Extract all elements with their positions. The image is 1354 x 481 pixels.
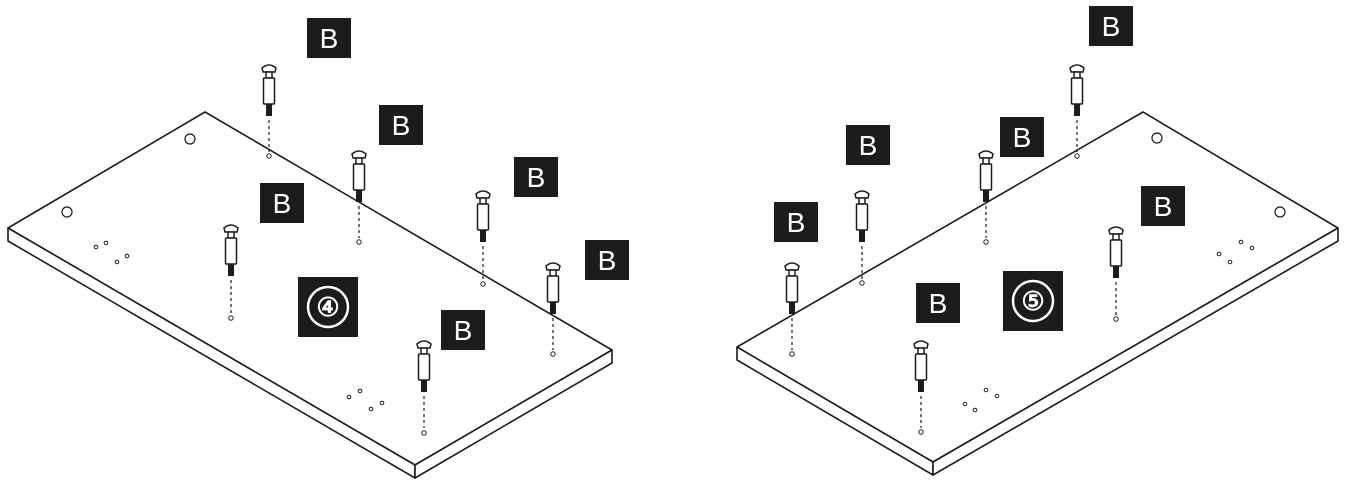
cam-hole-icon xyxy=(1274,206,1286,218)
step-number-badge: ⑤ xyxy=(1003,271,1063,331)
cam-bolt-icon xyxy=(784,262,800,357)
part-label-b: B xyxy=(1089,6,1133,46)
cam-bolt-icon xyxy=(223,224,239,321)
part-label-b: B xyxy=(260,183,304,223)
cam-bolt-icon xyxy=(1069,64,1085,159)
svg-text:B: B xyxy=(1154,191,1173,222)
part-label-b: B xyxy=(379,105,423,145)
cam-bolt-icon xyxy=(261,64,277,159)
cam-bolt-icon xyxy=(475,190,491,287)
svg-text:B: B xyxy=(392,110,411,141)
board-right-edge xyxy=(414,349,613,479)
part-label-b: B xyxy=(1141,186,1185,226)
step-number-5: ⑤ xyxy=(1021,286,1044,316)
svg-text:B: B xyxy=(1102,11,1121,42)
part-label-b: B xyxy=(585,240,629,280)
panel-step-4: B B B B B B ④ xyxy=(7,18,629,479)
cam-bolt-icon xyxy=(854,190,870,286)
svg-text:B: B xyxy=(859,130,878,161)
panel-step-5: B B B B B B ⑤ xyxy=(736,6,1339,476)
step-number-4: ④ xyxy=(316,292,339,322)
svg-text:B: B xyxy=(454,315,473,346)
hinge-holes-icon xyxy=(93,240,130,265)
cam-bolt-icon xyxy=(351,150,367,245)
hinge-holes-icon xyxy=(346,388,385,412)
cam-bolt-icon xyxy=(913,340,929,435)
svg-text:B: B xyxy=(527,162,546,193)
part-label-b: B xyxy=(846,125,890,165)
cam-bolt-icon xyxy=(978,150,994,245)
svg-text:B: B xyxy=(1013,122,1032,153)
part-label-b: B xyxy=(916,283,960,323)
cam-bolt-icon xyxy=(416,340,432,436)
cam-bolt-icon xyxy=(545,262,561,357)
svg-text:B: B xyxy=(598,245,617,276)
part-label-b: B xyxy=(1000,117,1044,157)
part-label-b: B xyxy=(441,310,485,350)
part-label-b: B xyxy=(774,202,818,242)
cam-hole-icon xyxy=(184,133,196,145)
svg-text:B: B xyxy=(787,207,806,238)
svg-text:B: B xyxy=(320,23,339,54)
board-right-edge xyxy=(932,227,1339,476)
cam-hole-icon xyxy=(61,206,73,218)
step-number-badge: ④ xyxy=(298,277,358,337)
hinge-holes-icon xyxy=(1216,239,1255,265)
svg-text:B: B xyxy=(929,288,948,319)
part-label-b: B xyxy=(307,18,351,58)
part-label-b: B xyxy=(514,157,558,197)
svg-text:B: B xyxy=(273,188,292,219)
hinge-holes-icon xyxy=(962,387,1000,413)
cam-bolt-icon xyxy=(1108,226,1124,322)
cam-hole-icon xyxy=(1151,132,1163,144)
